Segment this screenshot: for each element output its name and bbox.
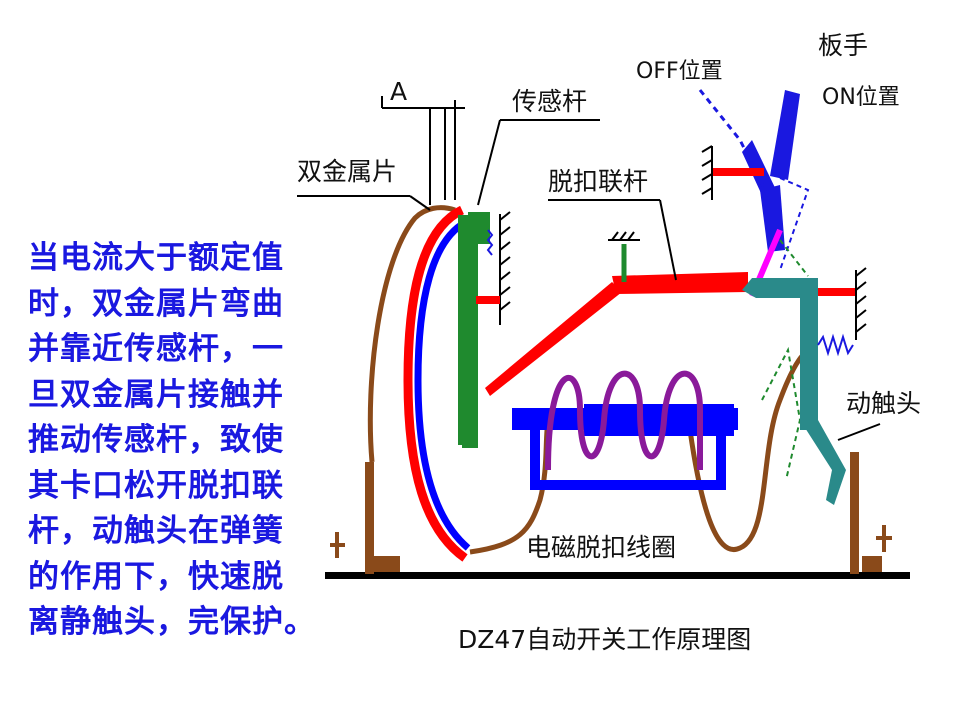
moving-contact	[742, 278, 846, 505]
link-dashed-green	[761, 239, 809, 481]
coil-winding	[545, 370, 703, 471]
bimetal-leader-diag	[409, 195, 431, 211]
wire-right	[687, 347, 813, 552]
sensor-spring	[486, 229, 494, 256]
handle-label: 板手	[818, 31, 868, 60]
explanation-line: 的作用下，快速脱	[28, 558, 284, 595]
bimetal-label: 双金属片	[297, 157, 397, 186]
explanation-line: 推动传感杆，致使	[28, 422, 284, 458]
off-position-label: OFF位置	[636, 59, 723, 84]
right-terminal	[850, 452, 892, 574]
a-dimension	[381, 96, 465, 205]
wire-left	[367, 205, 456, 463]
handle-wall	[701, 145, 713, 200]
diagram-caption: DZ47自动开关工作原理图	[458, 625, 751, 654]
moving-contact-label: 动触头	[846, 389, 921, 418]
bimetal-blue-layer	[414, 218, 471, 551]
coil-frame	[512, 404, 738, 490]
explanation-text: 当电流大于额定值 时，双金属片弯曲 并靠近传感杆，一 旦双金属片接触并 推动传感…	[28, 236, 338, 646]
explanation-line: 杆，动触头在弹簧	[28, 513, 284, 549]
sensor-rod-leader	[477, 119, 501, 206]
explanation-line: 离静触头，完保护。	[28, 604, 316, 640]
handle-link-dashed	[779, 177, 810, 271]
sensor-rod-label: 传感杆	[512, 87, 587, 116]
pivot-ground	[608, 231, 640, 241]
on-position-label: ON位置	[822, 85, 900, 110]
explanation-line: 时，双金属片弯曲	[28, 285, 284, 322]
trip-link-label: 脱扣联杆	[548, 167, 648, 196]
bimetal-red-layer	[403, 205, 468, 562]
contact-spring	[817, 333, 854, 357]
explanation-line: 旦双金属片接触并	[28, 376, 284, 413]
a-mark-label: A	[390, 77, 407, 106]
coil-label: 电磁脱扣线圈	[526, 533, 676, 562]
trip-link-leader-down	[659, 199, 677, 281]
sensor-catch	[476, 296, 500, 304]
sensor-wall	[499, 211, 511, 325]
handle-stop	[712, 168, 764, 176]
contact-wall	[855, 267, 867, 340]
static-contact-link	[818, 288, 856, 296]
sensor-rod	[458, 212, 490, 448]
base-plate	[325, 572, 910, 579]
moving-contact-leader	[837, 423, 881, 441]
explanation-line: 并靠近传感杆，一	[28, 331, 284, 367]
explanation-line: 当电流大于额定值	[28, 240, 284, 276]
left-terminal	[330, 462, 400, 574]
trip-link	[485, 272, 748, 396]
explanation-line: 其卡口松开脱扣联	[28, 467, 284, 504]
